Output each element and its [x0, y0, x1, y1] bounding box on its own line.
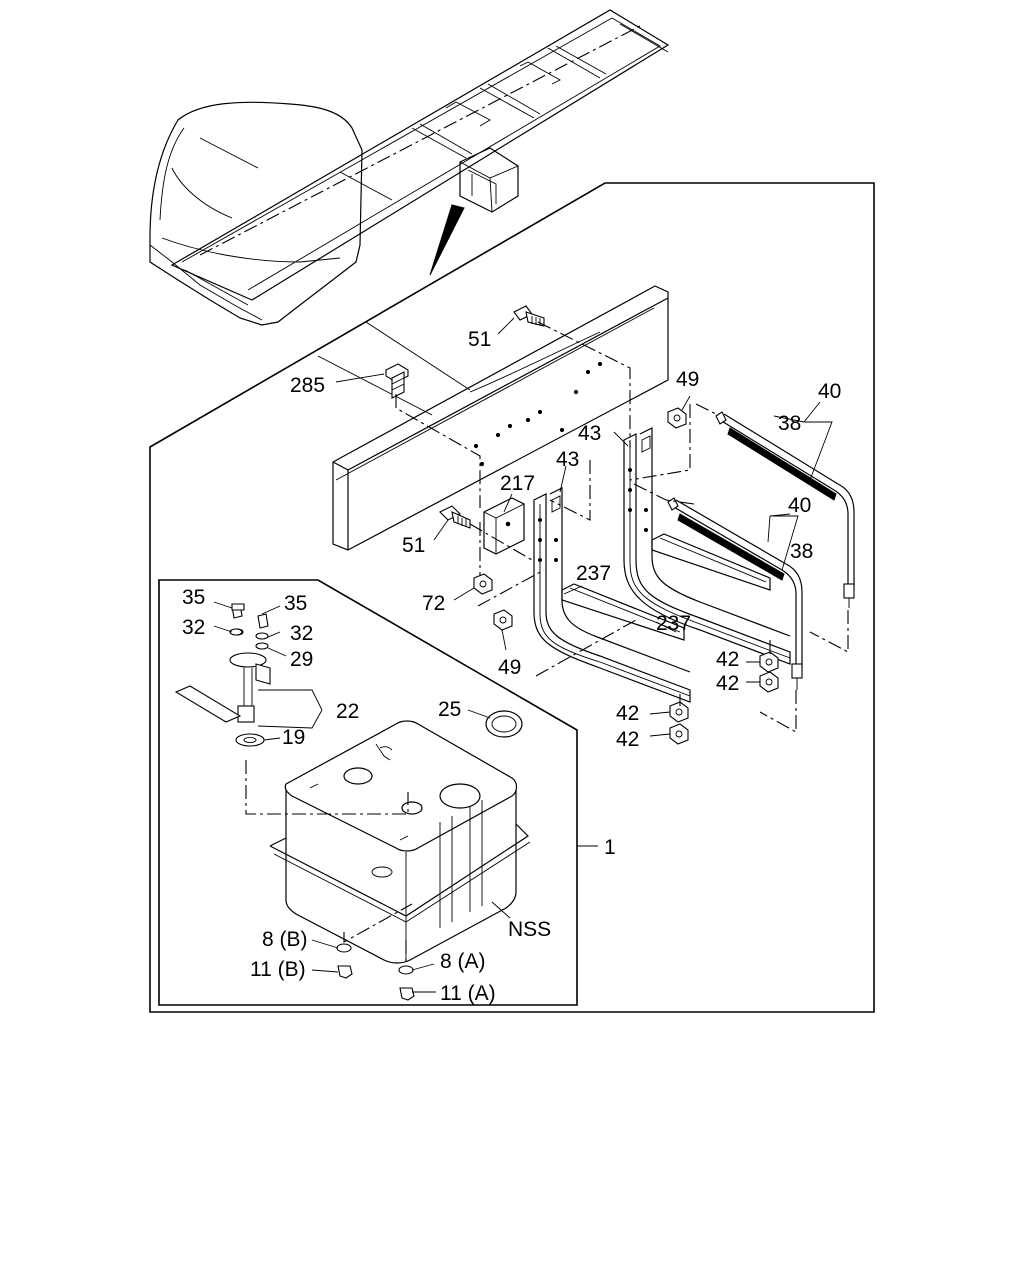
label-19: 19: [282, 726, 305, 749]
label-42-c: 42: [616, 702, 639, 725]
label-51-mid: 51: [402, 534, 425, 557]
label-29: 29: [290, 648, 313, 671]
screws-35-32-29: [229, 603, 245, 636]
label-38-mid: 38: [790, 540, 813, 563]
nut-49-top: [667, 407, 687, 429]
label-40-top: 40: [818, 380, 841, 403]
label-43-a: 43: [578, 422, 601, 445]
label-51-top: 51: [468, 328, 491, 351]
label-42-b: 42: [716, 672, 739, 695]
tank-bracket-rear: [623, 427, 791, 665]
gasket-25: [485, 710, 523, 738]
label-285: 285: [290, 374, 325, 397]
fuel-tank: [269, 720, 531, 964]
callout-labels: 51 285 49 40 38 43 43 217 51 40 38 237 2…: [182, 328, 841, 1005]
label-38-top: 38: [778, 412, 801, 435]
label-49-low: 49: [498, 656, 521, 679]
strap-40-lower: [667, 497, 803, 690]
label-11a: 11 (A): [440, 982, 496, 1005]
label-35-a: 35: [182, 586, 205, 609]
label-35-b: 35: [284, 592, 307, 615]
strap-40-upper: [715, 411, 855, 608]
chassis-rail: [317, 285, 669, 551]
leader-lines: [213, 317, 833, 993]
bolt-285: [385, 363, 409, 399]
rail-holes: [473, 361, 603, 467]
fuel-sender-22: [174, 603, 271, 747]
label-32-a: 32: [182, 616, 205, 639]
label-72: 72: [422, 592, 445, 615]
tank-subframe: [158, 579, 578, 1006]
assembly-lines: [245, 321, 849, 962]
label-237-b: 237: [656, 612, 691, 635]
label-42-a: 42: [716, 648, 739, 671]
drain-parts: [336, 943, 415, 1001]
truck-overview: [149, 9, 670, 326]
label-237-a: 237: [576, 562, 611, 585]
label-40-mid: 40: [788, 494, 811, 517]
bracket-217: [483, 497, 525, 555]
label-42-d: 42: [616, 728, 639, 751]
label-22: 22: [336, 700, 359, 723]
nuts-42: [669, 651, 779, 745]
nut-72: [473, 573, 493, 595]
label-8a: 8 (A): [440, 950, 486, 973]
label-11b: 11 (B): [250, 958, 306, 981]
label-217: 217: [500, 472, 535, 495]
bolt-51-mid: [439, 505, 471, 529]
tank-bracket-front: [533, 487, 691, 703]
label-1: 1: [604, 836, 616, 859]
label-25: 25: [438, 698, 461, 721]
label-43-b: 43: [556, 448, 579, 471]
nut-49-low: [493, 609, 513, 631]
label-8b: 8 (B): [262, 928, 308, 951]
label-nss: NSS: [508, 918, 551, 941]
label-49-top: 49: [676, 368, 699, 391]
main-frame: [149, 182, 875, 1013]
label-32-b: 32: [290, 622, 313, 645]
